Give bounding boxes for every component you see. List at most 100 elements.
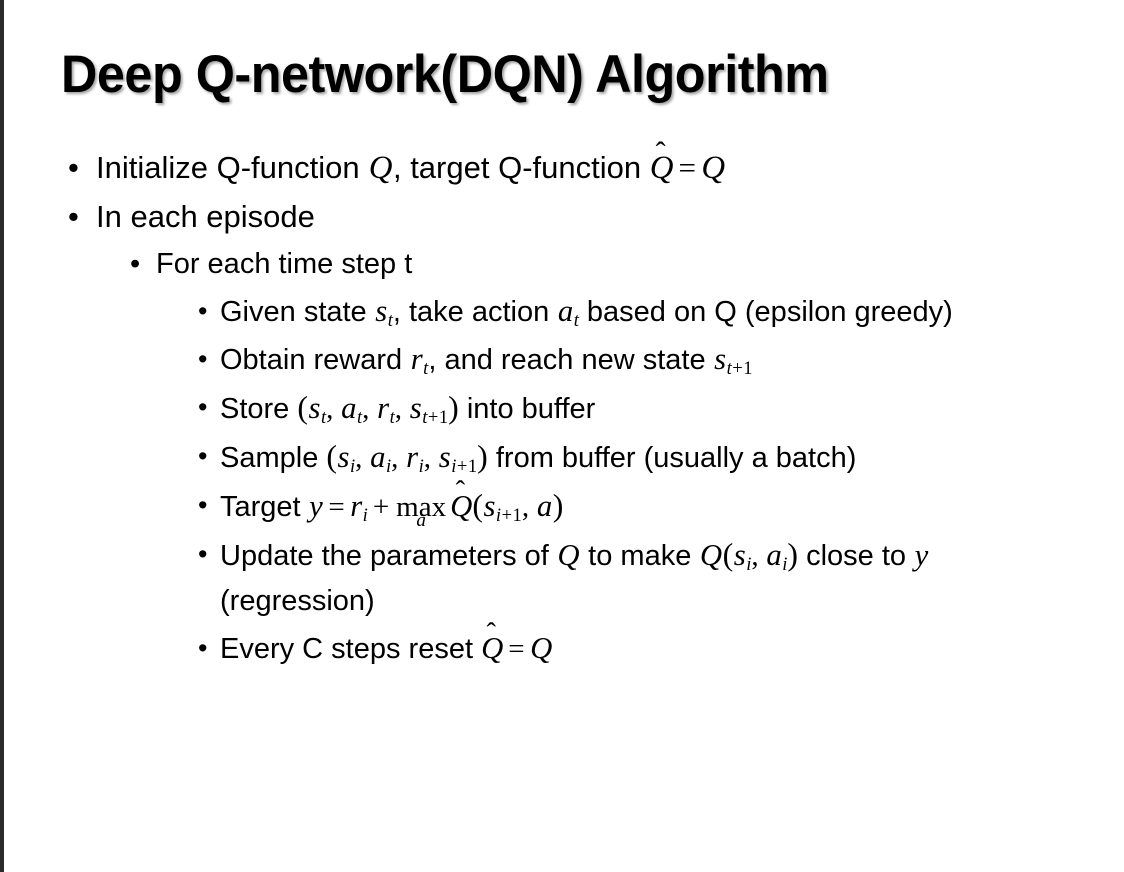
- math-symbol-a: a: [557, 294, 574, 328]
- text-segment: Obtain reward: [220, 344, 411, 376]
- list-item: • Update the parameters of Q to make Q(s…: [4, 532, 1124, 624]
- math-symbol-r: r: [377, 391, 390, 425]
- text-segment: to make: [580, 540, 700, 572]
- math-subscript: t+1: [727, 358, 753, 379]
- text-segment: Update the parameters of: [220, 540, 557, 572]
- text-segment: , target Q-function: [392, 150, 650, 185]
- subscript-number: 1: [467, 456, 478, 478]
- list-item: • Given state st, take action at based o…: [4, 289, 1124, 335]
- math-symbol-s: s: [714, 342, 727, 376]
- paren-open: (: [297, 390, 308, 425]
- paren-close: ): [448, 390, 459, 425]
- list-item-text: Given state st, take action at based on …: [220, 289, 1090, 335]
- subscript-operator: +: [427, 407, 439, 429]
- text-segment: Given state: [220, 296, 375, 328]
- subscript-index: t: [422, 407, 428, 429]
- bullet-icon: •: [130, 248, 141, 280]
- list-item-text: For each time step t: [156, 248, 413, 280]
- list-item: • Sample (si, ai, ri, si+1) from buffer …: [4, 434, 1124, 481]
- bullet-icon: •: [68, 150, 79, 185]
- math-symbol-q: Q: [701, 150, 726, 186]
- text-segment: based on Q (epsilon greedy): [578, 296, 953, 328]
- max-underscript: a: [416, 509, 426, 531]
- bullet-icon: •: [68, 199, 79, 234]
- list-item-text: Every C steps reset Q̂=Q: [220, 626, 1090, 672]
- math-comma: ,: [355, 442, 370, 474]
- subscript-number: 1: [438, 407, 449, 429]
- text-segment: , take action: [392, 296, 558, 328]
- math-comma: ,: [326, 393, 341, 425]
- math-symbol-q: Q: [699, 538, 723, 572]
- subscript-operator: +: [501, 505, 513, 527]
- math-symbol-q-hat: Q̂: [649, 150, 674, 186]
- math-comma: ,: [394, 393, 410, 425]
- math-comma: ,: [391, 442, 406, 474]
- text-segment: (regression): [220, 585, 375, 617]
- math-subscript: t: [389, 407, 395, 429]
- bullet-icon: •: [198, 392, 208, 422]
- math-symbol-s: s: [483, 489, 496, 523]
- text-segment: Sample: [220, 442, 327, 474]
- math-symbol-r: r: [410, 342, 423, 376]
- math-operator-equals: =: [328, 491, 345, 523]
- math-operator-equals: =: [508, 633, 525, 665]
- bullet-icon: •: [198, 344, 208, 374]
- list-item: • For each time step t: [4, 245, 1124, 283]
- paren-close: ): [552, 488, 564, 523]
- math-subscript: i: [746, 554, 752, 576]
- math-comma: ,: [362, 393, 377, 425]
- text-segment: Target: [220, 491, 309, 523]
- bullet-icon: •: [198, 296, 208, 326]
- list-item: • Every C steps reset Q̂=Q: [4, 626, 1124, 672]
- list-item-text: Update the parameters of Q to make Q(si,…: [220, 532, 1090, 624]
- bullet-icon: •: [198, 633, 208, 663]
- text-segment: into buffer: [458, 393, 596, 425]
- math-symbol-q-hat: Q̂: [450, 489, 473, 523]
- bullet-list: • Initialize Q-function Q, target Q-func…: [4, 148, 1124, 674]
- list-item-text: Sample (si, ai, ri, si+1) from buffer (u…: [220, 434, 1090, 481]
- math-subscript: t+1: [422, 407, 448, 428]
- math-symbol-s: s: [438, 440, 451, 474]
- subscript-index: i: [451, 456, 457, 478]
- text-segment: , and reach new state: [428, 344, 714, 376]
- math-symbol-q: Q: [530, 631, 553, 665]
- bullet-icon: •: [198, 539, 208, 569]
- list-item: • Store (st, at, rt, st+1) into buffer: [4, 385, 1124, 432]
- math-subscript: i: [349, 456, 356, 478]
- math-subscript: t: [387, 310, 393, 332]
- math-subscript: t: [320, 407, 327, 429]
- math-comma: ,: [521, 491, 537, 523]
- math-symbol-r: r: [350, 489, 363, 523]
- math-subscript: i: [782, 554, 788, 576]
- math-comma: ,: [751, 540, 766, 572]
- list-item-text: Store (st, at, rt, st+1) into buffer: [220, 385, 1090, 432]
- math-symbol-y: y: [309, 489, 323, 523]
- math-symbol-a: a: [536, 489, 553, 523]
- text-segment: from buffer (usually a batch): [487, 442, 857, 474]
- math-symbol-q: Q: [557, 538, 580, 572]
- paren-close: ): [477, 439, 488, 474]
- paren-open: (: [722, 537, 734, 572]
- math-symbol-s: s: [308, 391, 321, 425]
- math-subscript: i: [386, 456, 392, 478]
- subscript-number: 1: [743, 358, 753, 380]
- math-subscript: i+1: [451, 456, 477, 477]
- math-subscript: i: [418, 456, 424, 478]
- math-symbol-q: Q: [368, 150, 393, 186]
- math-symbol-a: a: [766, 538, 782, 572]
- math-subscript: t: [357, 407, 363, 429]
- math-symbol-s: s: [409, 391, 422, 425]
- math-comma: ,: [423, 442, 439, 474]
- math-operator-plus: +: [372, 491, 390, 523]
- text-segment: close to: [798, 540, 915, 572]
- subscript-number: 1: [512, 505, 522, 527]
- text-segment: Initialize Q-function: [96, 150, 369, 185]
- page-title: Deep Q-network(DQN) Algorithm: [61, 45, 829, 104]
- max-label: max: [396, 491, 447, 523]
- list-item-text: In each episode: [96, 199, 315, 234]
- list-item-text: Obtain reward rt, and reach new state st…: [220, 337, 1090, 383]
- math-symbol-a: a: [341, 391, 357, 425]
